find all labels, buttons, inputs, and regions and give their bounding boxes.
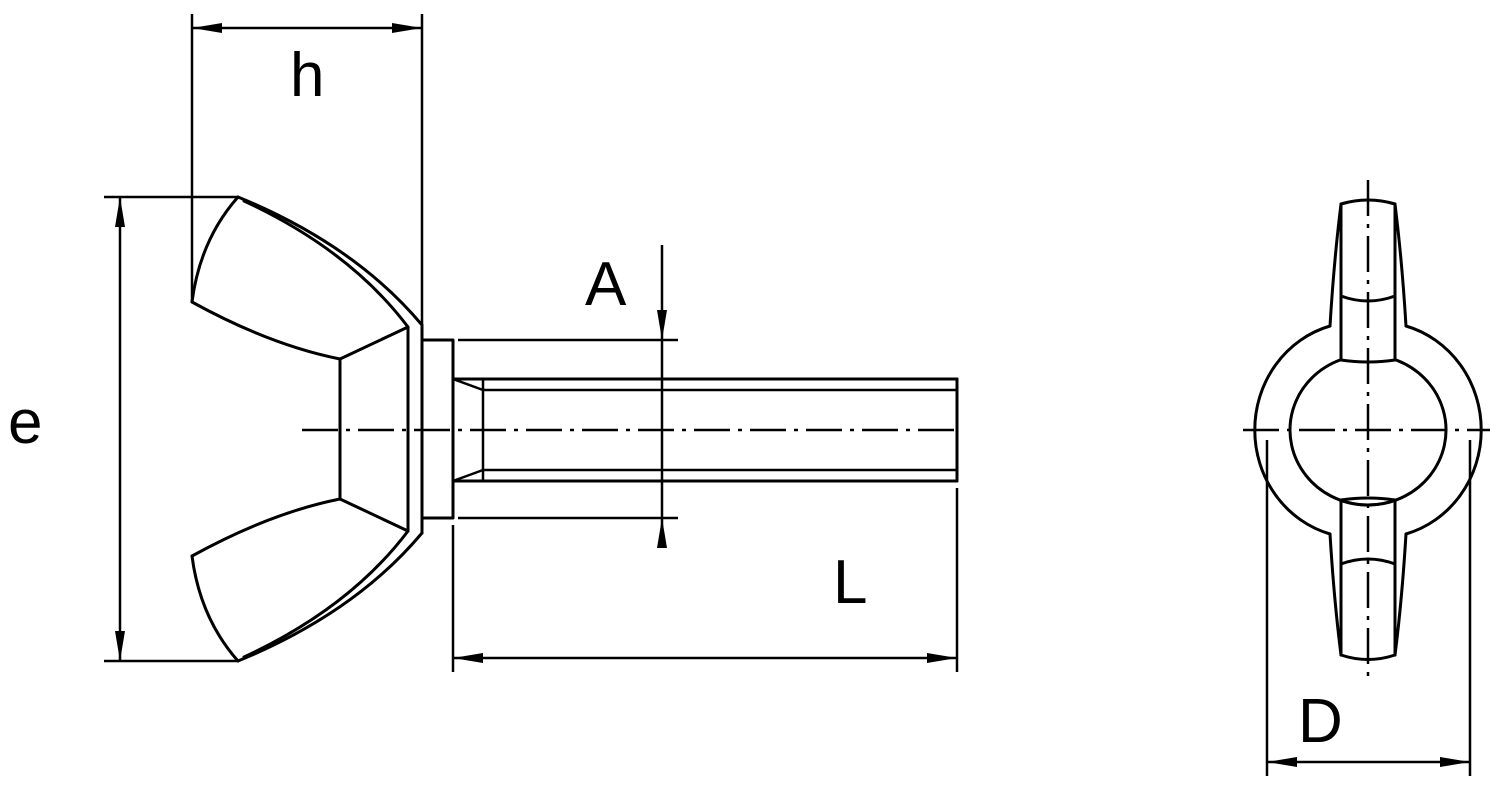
dimension-A-label: A	[585, 250, 627, 319]
dimension-h	[190, 14, 424, 325]
side-view	[190, 195, 960, 663]
end-view	[1243, 180, 1490, 680]
dimension-L	[451, 488, 959, 672]
dimension-L-label: L	[833, 548, 867, 617]
dimension-e-label: e	[8, 388, 42, 457]
threaded-shank	[451, 377, 959, 483]
end-view-lower-wing	[1328, 496, 1408, 661]
upper-wing	[190, 195, 424, 361]
dimension-D	[1265, 440, 1472, 776]
dimension-D-label: D	[1298, 687, 1343, 756]
lower-wing	[190, 497, 424, 663]
dimension-A	[458, 245, 678, 548]
dimension-h-label: h	[290, 41, 324, 110]
dimension-e	[104, 195, 238, 663]
